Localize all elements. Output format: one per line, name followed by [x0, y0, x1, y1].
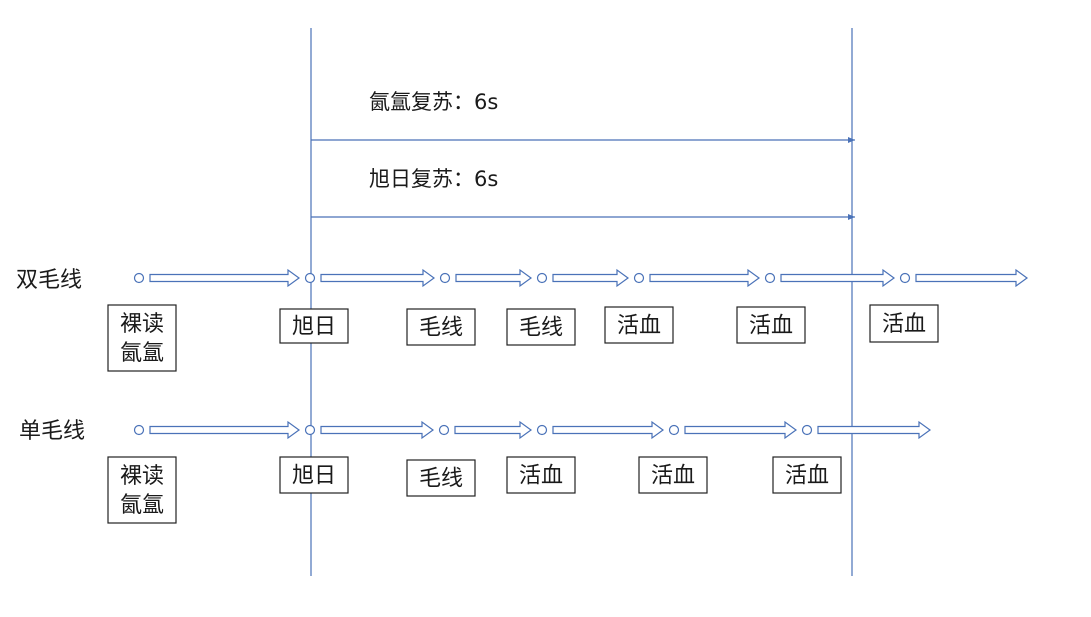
flow-arrow: [552, 420, 665, 440]
step-box: 毛线: [406, 459, 476, 497]
step-box-border: [406, 308, 476, 346]
step-box-border: [506, 308, 576, 346]
step-node: [899, 272, 911, 284]
step-node: [438, 424, 450, 436]
step-node: [536, 272, 548, 284]
flow-arrow: [320, 268, 436, 288]
flow-arrow: [915, 268, 1029, 288]
step-box-border: [279, 308, 349, 344]
step-label: 裸读: [120, 464, 164, 489]
flow-arrow: [817, 420, 932, 440]
step-node: [633, 272, 645, 284]
step-box: 活血: [604, 306, 674, 344]
step-label: 旭日: [292, 464, 336, 489]
step-label: 活血: [785, 464, 829, 489]
step-box: 活血: [638, 456, 708, 494]
step-label: 活血: [749, 314, 793, 339]
step-node: [764, 272, 776, 284]
step-box-border: [506, 456, 576, 494]
step-box: 活血: [736, 306, 806, 344]
flow-arrow: [684, 420, 798, 440]
step-label: 氤氲: [120, 493, 164, 518]
step-box-border: [279, 456, 349, 494]
row-label-single: 单毛线: [19, 419, 85, 444]
step-label: 毛线: [519, 316, 563, 341]
flow-arrow: [320, 420, 435, 440]
step-box-border: [736, 306, 806, 344]
step-box-border: [638, 456, 708, 494]
step-node: [304, 424, 316, 436]
step-node: [133, 424, 145, 436]
step-node: [133, 272, 145, 284]
step-box-border: [772, 456, 842, 494]
step-label: 活血: [519, 464, 563, 489]
step-label: 毛线: [419, 316, 463, 341]
step-box-border: [406, 459, 476, 497]
step-node: [536, 424, 548, 436]
step-box: 毛线: [506, 308, 576, 346]
step-box-border: [604, 306, 674, 344]
step-box-border: [107, 304, 177, 372]
step-box-border: [869, 304, 939, 343]
step-box: 活血: [869, 304, 939, 343]
row-label-double: 双毛线: [16, 268, 82, 293]
step-node: [801, 424, 813, 436]
step-label: 氤氲: [120, 341, 164, 366]
step-box: 旭日: [279, 456, 349, 494]
step-box-border: [107, 456, 177, 524]
flow-arrow: [454, 420, 533, 440]
step-label: 活血: [882, 312, 926, 337]
flow-arrow: [149, 268, 301, 288]
step-label: 旭日: [292, 315, 336, 340]
flow-arrow: [455, 268, 533, 288]
step-node: [668, 424, 680, 436]
step-label: 活血: [651, 464, 695, 489]
flow-arrow: [552, 268, 630, 288]
flow-arrow: [649, 268, 761, 288]
flow-arrow: [149, 420, 301, 440]
flow-arrow: [780, 268, 896, 288]
annotation-label-0: 氤氲复苏：6s: [369, 90, 498, 114]
step-node: [439, 272, 451, 284]
step-label: 毛线: [419, 467, 463, 492]
step-node: [304, 272, 316, 284]
step-box: 活血: [506, 456, 576, 494]
annotation-label-1: 旭日复苏：6s: [369, 167, 498, 191]
step-box: 活血: [772, 456, 842, 494]
step-box: 毛线: [406, 308, 476, 346]
step-label: 活血: [617, 314, 661, 339]
step-box: 旭日: [279, 308, 349, 344]
step-label: 裸读: [120, 312, 164, 337]
